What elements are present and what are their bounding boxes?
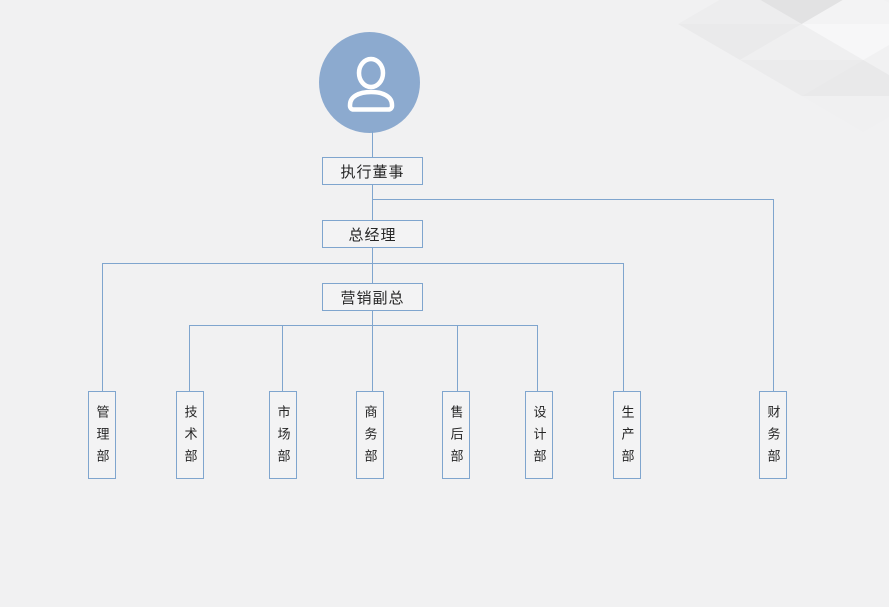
- connector-to-design: [537, 325, 538, 391]
- node-dept-market: 市场部: [269, 391, 297, 479]
- node-dept-commerce: 商务部: [356, 391, 384, 479]
- connector-to-technology: [189, 325, 190, 391]
- dept-label: 商务部: [362, 405, 378, 471]
- connector-executive-branch: [372, 199, 774, 200]
- connector-manager-branch: [102, 263, 624, 264]
- node-dept-technology: 技术部: [176, 391, 204, 479]
- dept-label: 管理部: [94, 405, 110, 471]
- connector-vp-to-commerce: [372, 310, 373, 391]
- connector-to-aftersales: [457, 325, 458, 391]
- connector-to-market: [282, 325, 283, 391]
- dept-label: 财务部: [765, 405, 781, 471]
- connector-to-finance: [773, 199, 774, 391]
- node-general-manager: 总经理: [322, 220, 423, 248]
- connector-executive-to-manager: [372, 184, 373, 220]
- connector-to-production: [623, 263, 624, 391]
- dept-label: 市场部: [275, 405, 291, 471]
- dept-label: 设计部: [531, 405, 547, 471]
- connector-to-management: [102, 263, 103, 391]
- dept-label: 生产部: [619, 405, 635, 471]
- avatar-circle: [319, 32, 420, 133]
- dept-label: 技术部: [182, 405, 198, 471]
- node-dept-design: 设计部: [525, 391, 553, 479]
- connector-avatar-to-executive: [372, 131, 373, 157]
- node-dept-production: 生产部: [613, 391, 641, 479]
- node-dept-management: 管理部: [88, 391, 116, 479]
- node-executive-director: 执行董事: [322, 157, 423, 185]
- node-marketing-vp: 营销副总: [322, 283, 423, 311]
- connector-manager-to-vp: [372, 247, 373, 283]
- node-dept-aftersales: 售后部: [442, 391, 470, 479]
- node-dept-finance: 财务部: [759, 391, 787, 479]
- person-icon: [319, 32, 420, 133]
- connector-vp-branch: [189, 325, 538, 326]
- dept-label: 售后部: [448, 405, 464, 471]
- triangle-pattern-decoration: [678, 0, 889, 132]
